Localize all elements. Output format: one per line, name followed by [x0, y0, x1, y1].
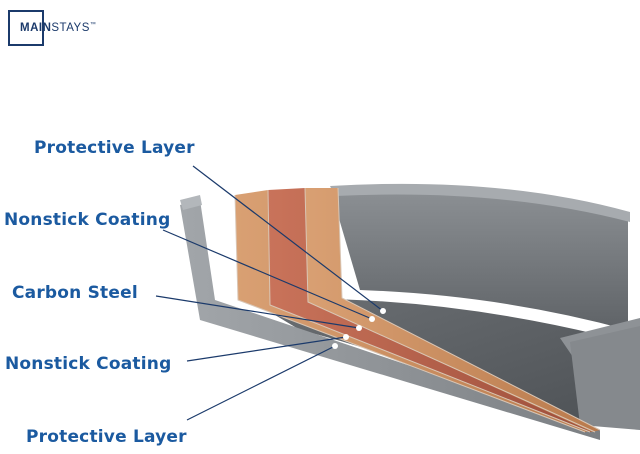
logo-regular: STAYS: [51, 22, 90, 34]
label-carbon-steel: Carbon Steel: [12, 283, 138, 303]
trademark-mark: ™: [89, 22, 97, 29]
logo-bold: MAIN: [20, 22, 52, 34]
leader-line-2: [162, 229, 373, 320]
leader-dot-4: [343, 334, 349, 340]
leader-lines: [155, 165, 384, 421]
pan-left-rim: [180, 195, 202, 210]
brand-logo: MAINSTAYS™: [8, 10, 122, 46]
layer-separators: [234, 187, 601, 433]
leader-dot-1: [380, 308, 386, 314]
pan-right-wall: [570, 326, 640, 430]
layer-copper: [268, 188, 600, 432]
logo-text: MAINSTAYS™: [20, 22, 96, 34]
leader-line-3: [155, 295, 360, 329]
leader-line-5: [186, 345, 336, 421]
label-nonstick-coating-top: Nonstick Coating: [4, 210, 171, 230]
leader-line-1: [192, 165, 384, 312]
pan-back-wall: [330, 186, 628, 330]
leader-dot-3: [356, 325, 362, 331]
label-nonstick-coating-bottom: Nonstick Coating: [5, 354, 172, 374]
leader-dots: [332, 308, 386, 349]
pan-rim-top: [330, 183, 630, 222]
leader-dot-5: [332, 343, 338, 349]
label-protective-layer-bottom: Protective Layer: [26, 427, 187, 447]
label-protective-layer-top: Protective Layer: [34, 138, 195, 158]
leader-dot-2: [369, 316, 375, 322]
layer-orange-inner: [305, 188, 600, 432]
leader-line-4: [186, 336, 347, 362]
logo-box: [8, 10, 44, 46]
